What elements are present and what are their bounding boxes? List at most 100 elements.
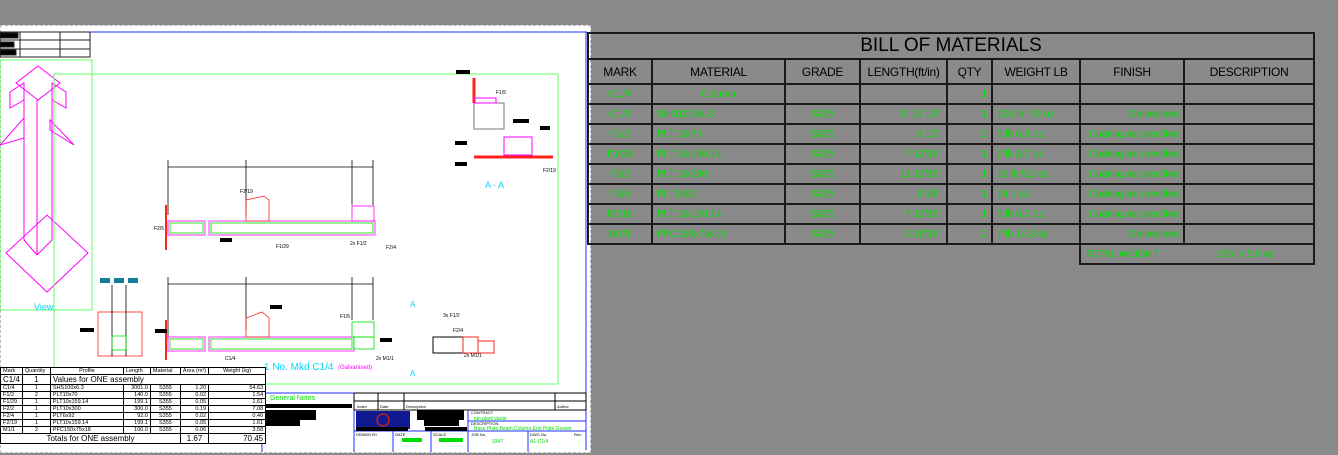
finish-note: (Galvanised) xyxy=(338,365,372,371)
bom-cell-qty: 2 xyxy=(946,223,993,245)
parts-cell-area: 0.02 xyxy=(179,391,210,399)
bom-cell-finish: Galvanised xyxy=(1079,223,1185,245)
parts-cell-qty: 1 xyxy=(21,398,51,406)
bom-cell-finish: Coating as specified xyxy=(1079,143,1185,165)
bom-cell-weight: 15 lb 9.2 oz xyxy=(991,163,1081,185)
parts-cell-profile: SHS100x6.3 xyxy=(49,384,124,392)
parts-cell-material: S355 xyxy=(149,398,181,406)
rev-label: Rev. xyxy=(574,432,582,437)
callout: F2/4 xyxy=(453,328,463,334)
bom-total-spacer xyxy=(588,243,1080,264)
bom-cell-length: 11 13/16" xyxy=(859,163,948,185)
bom-cell-description xyxy=(1183,163,1315,185)
bom-cell-material: PLT10x300 xyxy=(651,163,786,185)
bom-title: BILL OF MATERIALS xyxy=(587,32,1315,60)
rev-header-author: Author xyxy=(557,404,569,409)
dwg-label: DWG No. xyxy=(530,432,547,437)
bom-cell-finish: Coating as specified xyxy=(1079,183,1185,205)
parts-cell-weight: 7.08 xyxy=(208,405,267,413)
parts-cell-length: 300.0 xyxy=(122,405,151,413)
bom-cell-qty: 1 xyxy=(946,103,993,125)
parts-cell-weight: 1.54 xyxy=(208,391,267,399)
bom-cell-qty: 1 xyxy=(946,83,993,105)
bom-cell-qty: 1 xyxy=(946,203,993,225)
bom-cell-grade xyxy=(784,83,861,105)
parts-cell-material: S355 xyxy=(149,384,181,392)
bom-cell-description xyxy=(1183,203,1315,225)
bom-cell-length: 5 1/2" xyxy=(859,123,948,145)
parts-cell-qty: 1 xyxy=(21,384,51,392)
rev-header-description: Description xyxy=(406,404,426,409)
bom-cell-grade: S355 xyxy=(784,163,861,185)
parts-cell-material: S355 xyxy=(149,426,181,434)
bill-of-materials-table: BILL OF MATERIALS MARK MATERIAL GRADE LE… xyxy=(587,32,1315,265)
assembly-title: 1 No. Mkd C1/4 xyxy=(264,362,334,373)
bom-total-row: TOTAL WEIGHT:155 lb 5.0 oz xyxy=(588,243,1315,265)
parts-cell-mark: F1/29 xyxy=(0,398,23,406)
scale-value-redacted xyxy=(439,438,463,442)
elevation-top xyxy=(165,160,376,250)
parts-cell-mark: F2/19 xyxy=(0,419,23,427)
bom-cell-finish: Coating as specified xyxy=(1079,123,1185,145)
parts-cell-qty: 1 xyxy=(21,405,51,413)
bom-header-length: LENGTH(ft/in) xyxy=(859,58,948,85)
end-detail xyxy=(432,336,495,354)
cad-drawing[interactable]: View A - A A A F2/19 F1/29 xyxy=(0,0,591,455)
section-marker-top: A xyxy=(410,300,416,309)
parts-cell-material: S355 xyxy=(149,412,181,420)
drawn-by-label: DRAWN BY xyxy=(356,432,378,437)
parts-cell-length: 199.1 xyxy=(122,419,151,427)
bom-cell-material: PLT10x159.14 xyxy=(651,143,786,165)
parts-cell-material: S355 xyxy=(149,391,181,399)
main-view-frame xyxy=(53,73,559,385)
parts-cell-mark: C1/4 xyxy=(0,384,23,392)
description-value: Base Plate,Beam,Column,End Plate,Gusset xyxy=(474,426,572,432)
bom-cell-mark: M1/1 xyxy=(587,223,653,245)
rev-header-index: Index xyxy=(357,404,367,409)
bom-cell-description xyxy=(1183,103,1315,125)
description-label: DESCRIPTION xyxy=(471,421,498,426)
bom-cell-weight: 3 lb 6.3 oz xyxy=(991,123,1081,145)
parts-cell: C1/4 xyxy=(0,374,23,385)
parts-cell-weight: 1.61 xyxy=(208,398,267,406)
company-logo-mark xyxy=(376,413,390,427)
rev-value: - xyxy=(578,439,580,445)
parts-cell-mark: M1/1 xyxy=(0,426,23,434)
bom-cell-weight: 120 lb 7.9 oz xyxy=(991,103,1081,125)
parts-cell-profile: PLT10x300 xyxy=(49,405,124,413)
parts-cell-weight: 54.63 xyxy=(208,384,267,392)
callout: F2/19 xyxy=(240,189,253,195)
callout: F2/4 xyxy=(386,245,396,251)
parts-totals-weight: 70.45 xyxy=(208,433,267,444)
job-value: 3347 xyxy=(492,439,503,445)
parts-cell-profile: PLT6x92 xyxy=(49,412,124,420)
base-plate-detail xyxy=(97,278,143,357)
parts-cell-area: 0.02 xyxy=(179,412,210,420)
section-a-a xyxy=(472,78,553,159)
iso-column xyxy=(0,65,89,293)
parts-cell-area: 1.20 xyxy=(179,384,210,392)
parts-cell: Values for ONE assembly xyxy=(49,374,267,385)
parts-cell-weight: 1.61 xyxy=(208,419,267,427)
parts-cell-length: 140.0 xyxy=(122,391,151,399)
bom-cell-grade: S355 xyxy=(784,143,861,165)
parts-header: Area (m²) xyxy=(179,367,210,375)
bom-header-finish: FINISH xyxy=(1079,58,1185,85)
parts-header: Quantity xyxy=(21,367,51,375)
parts-cell-area: 0.06 xyxy=(179,426,210,434)
parts-cell-profile: PLT10x159.14 xyxy=(49,398,124,406)
bom-cell-mark: F1/29 xyxy=(587,143,653,165)
bom-cell-material: Column xyxy=(651,83,786,105)
bom-assembly-row[interactable]: C1/4 Column 1 xyxy=(587,83,1315,105)
bom-header-mark: MARK xyxy=(587,58,653,85)
bom-header-description: DESCRIPTION xyxy=(1183,58,1315,85)
parts-cell-length: 92.0 xyxy=(122,412,151,420)
